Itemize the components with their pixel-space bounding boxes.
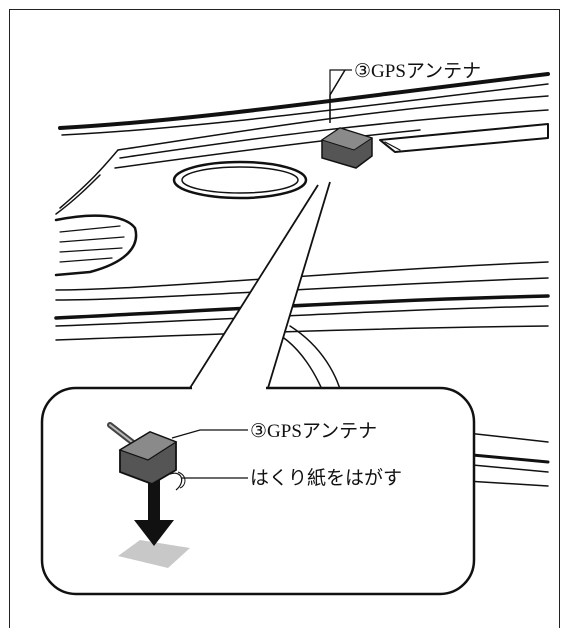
gps-antenna-detail [107,422,186,491]
peel-backing-label: はくり紙をはがす [250,467,402,489]
dashboard-drawing [54,72,550,487]
top-gps-antenna-label: ③GPSアンテナ [354,61,481,82]
detail-antenna-leader [171,429,248,439]
top-label-leader [329,69,352,118]
zoom-callout [40,181,476,596]
mount-surface [118,540,190,568]
detail-gps-antenna-label: ③GPSアンテナ [250,421,377,442]
down-arrow [134,476,174,546]
